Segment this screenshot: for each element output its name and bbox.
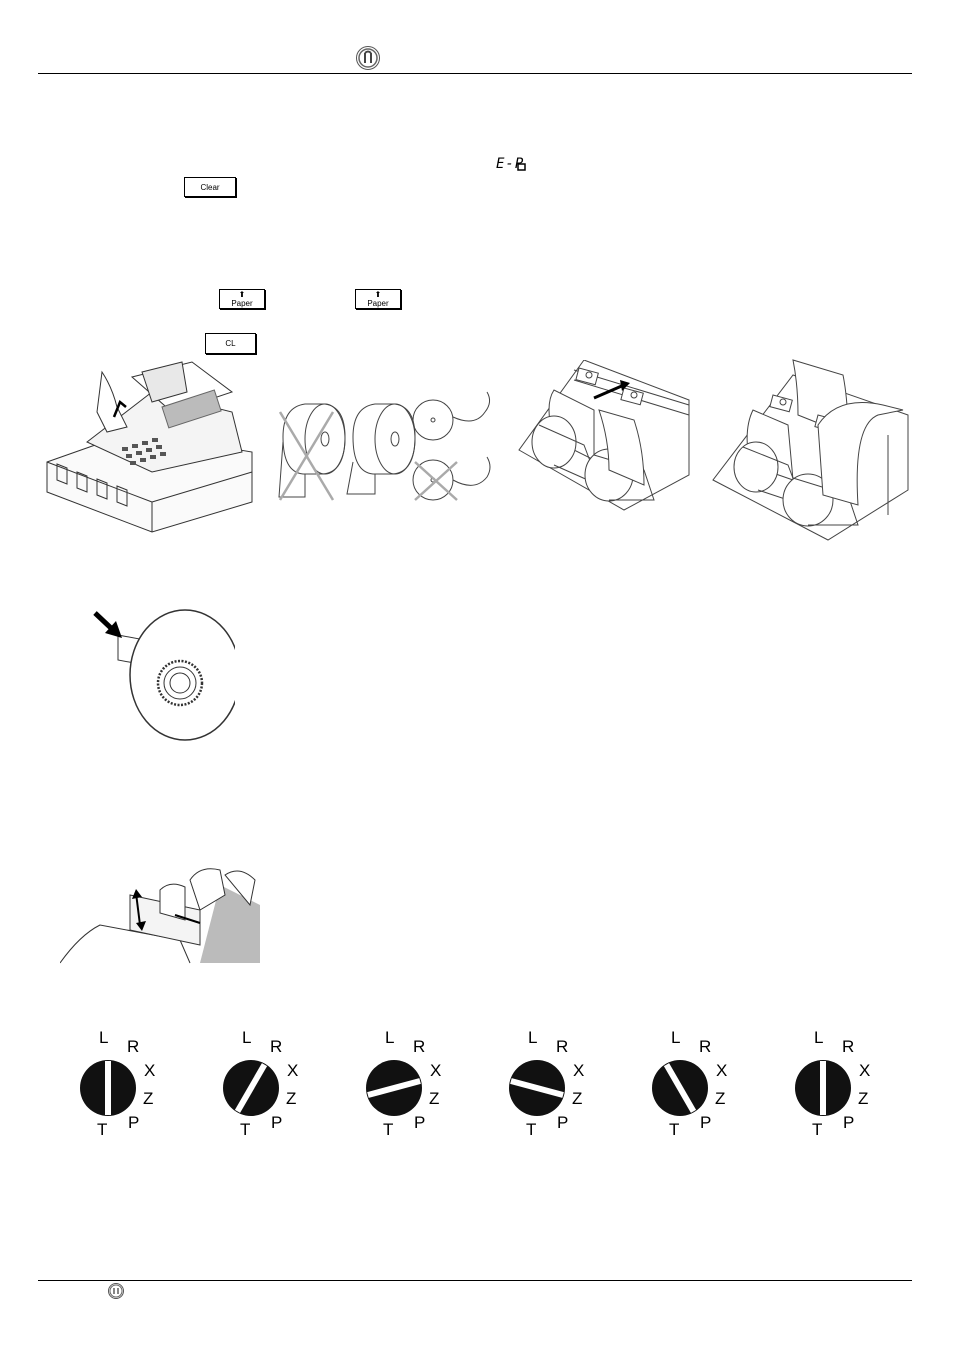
mode-label-z: Z	[858, 1089, 869, 1108]
mode-key-icon	[795, 1060, 851, 1116]
mode-label-p: P	[843, 1113, 855, 1132]
mode-label-l: L	[528, 1028, 538, 1047]
arrow-up-icon: ⬆	[238, 289, 246, 299]
mode-label-p: P	[700, 1113, 712, 1132]
mode-label-l: L	[385, 1028, 395, 1047]
paper-roll-orientation-illustration	[278, 391, 491, 501]
mode-label-p: P	[414, 1113, 426, 1132]
mode-label-x: X	[144, 1061, 156, 1080]
mode-label-r: R	[699, 1037, 712, 1056]
mode-label-l: L	[99, 1028, 109, 1047]
clear-key-button[interactable]: Clear	[184, 177, 236, 197]
feed-roll-illustration	[712, 359, 909, 541]
mode-label-l: L	[814, 1028, 824, 1047]
mode-key-icon	[80, 1060, 136, 1116]
mode-label-t: T	[669, 1120, 680, 1139]
mode-label-l: L	[671, 1028, 681, 1047]
paper-key-label: Paper	[231, 298, 253, 308]
mode-label-x: X	[859, 1061, 871, 1080]
mode-label-t: T	[240, 1120, 251, 1139]
mode-key-pointer	[234, 1063, 268, 1113]
mode-label-r: R	[127, 1037, 140, 1056]
insert-roll-illustration	[518, 360, 690, 511]
mode-label-r: R	[842, 1037, 855, 1056]
cash-register-illustration	[46, 361, 253, 533]
mode-label-z: Z	[429, 1089, 440, 1108]
header-rule	[38, 73, 912, 74]
mode-label-r: R	[270, 1037, 283, 1056]
mode-label-p: P	[128, 1113, 140, 1132]
mode-label-t: T	[812, 1120, 823, 1139]
mode-label-r: R	[556, 1037, 569, 1056]
take-up-spool-illustration	[93, 609, 235, 741]
mode-key-icon	[652, 1060, 708, 1116]
mode-label-t: T	[97, 1120, 108, 1139]
mode-label-p: P	[271, 1113, 283, 1132]
mode-label-p: P	[557, 1113, 569, 1132]
paper-key-label: Paper	[367, 298, 389, 308]
mode-label-x: X	[573, 1061, 585, 1080]
display-segment-icon	[517, 163, 526, 171]
clear-key-label: Clear	[200, 182, 220, 192]
mode-label-z: Z	[286, 1089, 297, 1108]
cl-key-label: CL	[225, 339, 236, 348]
footer-rule	[38, 1280, 912, 1281]
mode-key-pointer	[367, 1078, 421, 1098]
mode-label-z: Z	[715, 1089, 726, 1108]
mode-key-icon	[509, 1060, 565, 1116]
mode-label-z: Z	[572, 1089, 583, 1108]
printer-cover-illustration	[60, 868, 260, 964]
mode-key-icon	[223, 1060, 279, 1116]
paper-feed-key-button[interactable]: ⬆ Paper	[219, 289, 265, 309]
mode-key-pointer	[105, 1061, 111, 1115]
mode-label-x: X	[716, 1061, 728, 1080]
mode-label-z: Z	[143, 1089, 154, 1108]
mode-label-t: T	[383, 1120, 394, 1139]
mode-label-x: X	[287, 1061, 299, 1080]
mode-label-r: R	[413, 1037, 426, 1056]
mode-label-x: X	[430, 1061, 442, 1080]
mode-label-t: T	[526, 1120, 537, 1139]
paper-feed-key-button-2[interactable]: ⬆ Paper	[355, 289, 401, 309]
mode-label-l: L	[242, 1028, 252, 1047]
arrow-up-icon: ⬆	[374, 289, 382, 299]
mode-key-icon	[366, 1060, 422, 1116]
mode-key-pointer	[510, 1078, 564, 1098]
brand-logo-icon-footer	[108, 1283, 124, 1299]
mode-key-pointer	[820, 1061, 826, 1115]
mode-key-pointer	[663, 1063, 697, 1113]
display-error-code: E-P	[496, 156, 525, 172]
cl-key-button[interactable]: CL	[205, 333, 256, 354]
brand-logo-icon	[356, 46, 380, 70]
